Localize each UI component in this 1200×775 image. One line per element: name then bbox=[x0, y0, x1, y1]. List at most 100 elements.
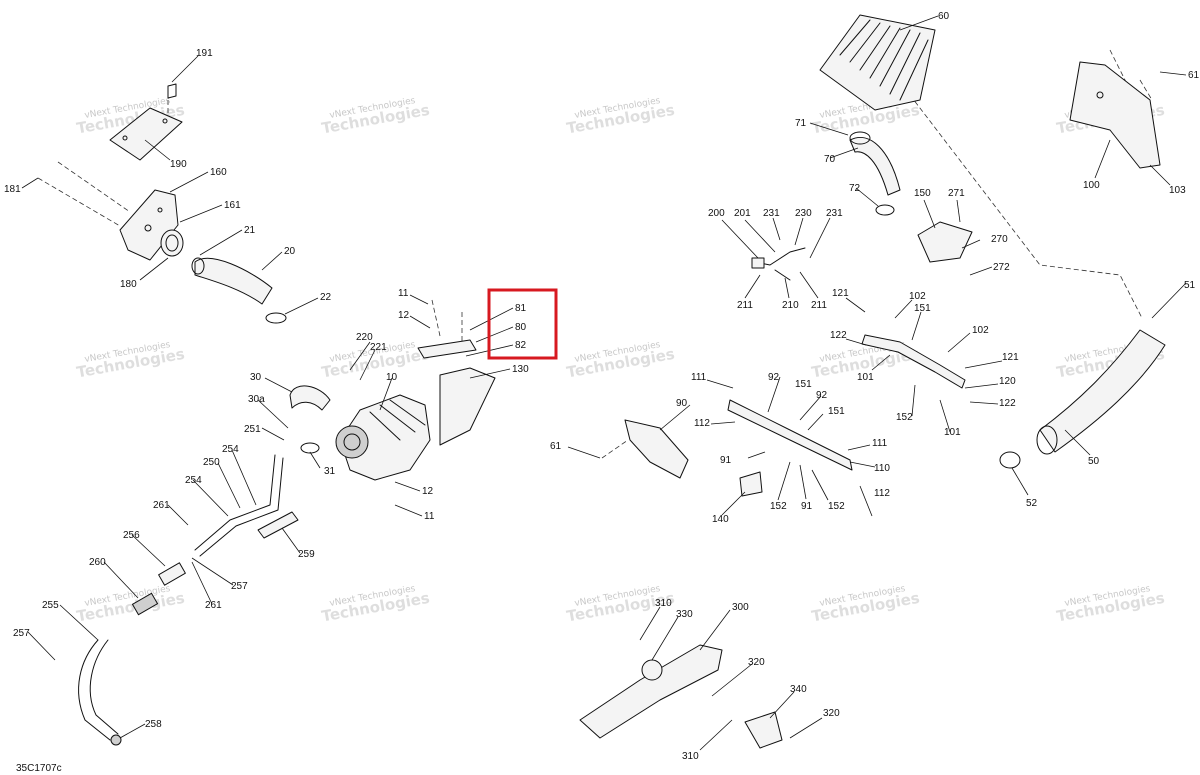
callout-272[interactable]: 272 bbox=[993, 262, 1010, 273]
callout-256[interactable]: 256 bbox=[123, 530, 140, 541]
callout-271[interactable]: 271 bbox=[948, 188, 965, 199]
callout-151[interactable]: 151 bbox=[828, 406, 845, 417]
callout-250[interactable]: 250 bbox=[203, 457, 220, 468]
assembly-guide-lines bbox=[37, 49, 1153, 459]
callout-120[interactable]: 120 bbox=[999, 376, 1016, 387]
callout-201[interactable]: 201 bbox=[734, 208, 751, 219]
callout-211[interactable]: 211 bbox=[811, 300, 827, 311]
callout-11[interactable]: 11 bbox=[398, 288, 409, 299]
callout-102[interactable]: 102 bbox=[972, 325, 989, 336]
callout-100[interactable]: 100 bbox=[1083, 180, 1100, 191]
callout-91[interactable]: 91 bbox=[801, 501, 813, 512]
callout-81[interactable]: 81 bbox=[515, 303, 527, 314]
highlight-box bbox=[487, 288, 558, 360]
callout-210[interactable]: 210 bbox=[782, 300, 799, 311]
callout-152[interactable]: 152 bbox=[770, 501, 787, 512]
callout-122[interactable]: 122 bbox=[999, 398, 1016, 409]
callout-254[interactable]: 254 bbox=[185, 475, 202, 486]
diagram-reference-code: 35C1707c bbox=[16, 763, 62, 774]
callout-12[interactable]: 12 bbox=[422, 486, 434, 497]
callout-10[interactable]: 10 bbox=[386, 372, 398, 383]
callout-121[interactable]: 121 bbox=[1002, 352, 1019, 363]
callout-92[interactable]: 92 bbox=[768, 372, 780, 383]
callout-310[interactable]: 310 bbox=[655, 598, 672, 609]
callout-211[interactable]: 211 bbox=[737, 300, 753, 311]
callout-200[interactable]: 200 bbox=[708, 208, 725, 219]
part-clamp-22 bbox=[265, 312, 287, 324]
callout-11[interactable]: 11 bbox=[424, 511, 435, 522]
callout-231[interactable]: 231 bbox=[826, 208, 843, 219]
callout-72[interactable]: 72 bbox=[849, 183, 861, 194]
callout-151[interactable]: 151 bbox=[795, 379, 812, 390]
part-heatshield-130 bbox=[439, 367, 496, 446]
callout-92[interactable]: 92 bbox=[816, 390, 828, 401]
callout-261[interactable]: 261 bbox=[153, 500, 170, 511]
callout-270[interactable]: 270 bbox=[991, 234, 1008, 245]
callout-259[interactable]: 259 bbox=[298, 549, 315, 560]
callout-191[interactable]: 191 bbox=[196, 48, 213, 59]
callout-82[interactable]: 82 bbox=[515, 340, 527, 351]
callout-320[interactable]: 320 bbox=[823, 708, 840, 719]
callout-21[interactable]: 21 bbox=[244, 225, 256, 236]
callout-51[interactable]: 51 bbox=[1184, 280, 1196, 291]
callout-221[interactable]: 221 bbox=[370, 342, 387, 353]
callout-111[interactable]: 111 bbox=[872, 438, 888, 449]
callout-22[interactable]: 22 bbox=[320, 292, 332, 303]
callout-52[interactable]: 52 bbox=[1026, 498, 1038, 509]
callout-110[interactable]: 110 bbox=[874, 463, 890, 474]
callout-130[interactable]: 130 bbox=[512, 364, 529, 375]
callout-190[interactable]: 190 bbox=[170, 159, 187, 170]
callout-310[interactable]: 310 bbox=[682, 751, 699, 762]
callout-261[interactable]: 261 bbox=[205, 600, 222, 611]
callout-140[interactable]: 140 bbox=[712, 514, 729, 525]
callout-340[interactable]: 340 bbox=[790, 684, 807, 695]
callout-101[interactable]: 101 bbox=[944, 427, 961, 438]
callout-257[interactable]: 257 bbox=[231, 581, 248, 592]
callout-255[interactable]: 255 bbox=[42, 600, 59, 611]
callout-60[interactable]: 60 bbox=[938, 11, 950, 22]
part-bracket-140 bbox=[739, 471, 763, 497]
callout-260[interactable]: 260 bbox=[89, 557, 106, 568]
callout-230[interactable]: 230 bbox=[795, 208, 812, 219]
callout-12[interactable]: 12 bbox=[398, 310, 410, 321]
callout-254[interactable]: 254 bbox=[222, 444, 239, 455]
callout-151[interactable]: 151 bbox=[914, 303, 931, 314]
callout-30a[interactable]: 30a bbox=[248, 394, 265, 405]
callout-20[interactable]: 20 bbox=[284, 246, 296, 257]
callout-330[interactable]: 330 bbox=[676, 609, 693, 620]
callout-181[interactable]: 181 bbox=[4, 184, 21, 195]
callout-71[interactable]: 71 bbox=[795, 118, 807, 129]
callout-112[interactable]: 112 bbox=[694, 418, 710, 429]
part-bracket-190 bbox=[109, 107, 183, 161]
callout-111[interactable]: 111 bbox=[691, 372, 707, 383]
callout-90[interactable]: 90 bbox=[676, 398, 688, 409]
callout-300[interactable]: 300 bbox=[732, 602, 749, 613]
callout-152[interactable]: 152 bbox=[828, 501, 845, 512]
callout-257[interactable]: 257 bbox=[13, 628, 30, 639]
callout-112[interactable]: 112 bbox=[874, 488, 890, 499]
callout-80[interactable]: 80 bbox=[515, 322, 527, 333]
callout-61[interactable]: 61 bbox=[550, 441, 562, 452]
callout-102[interactable]: 102 bbox=[909, 291, 926, 302]
callout-50[interactable]: 50 bbox=[1088, 456, 1100, 467]
callout-160[interactable]: 160 bbox=[210, 167, 227, 178]
callout-150[interactable]: 150 bbox=[914, 188, 931, 199]
callout-70[interactable]: 70 bbox=[824, 154, 836, 165]
callout-220[interactable]: 220 bbox=[356, 332, 373, 343]
callout-231[interactable]: 231 bbox=[763, 208, 780, 219]
callout-30[interactable]: 30 bbox=[250, 372, 262, 383]
callout-161[interactable]: 161 bbox=[224, 200, 241, 211]
callout-121[interactable]: 121 bbox=[832, 288, 849, 299]
callout-31[interactable]: 31 bbox=[324, 466, 336, 477]
callout-61[interactable]: 61 bbox=[1188, 70, 1200, 81]
callout-320[interactable]: 320 bbox=[748, 657, 765, 668]
callout-180[interactable]: 180 bbox=[120, 279, 137, 290]
callout-251[interactable]: 251 bbox=[244, 424, 261, 435]
callout-101[interactable]: 101 bbox=[857, 372, 874, 383]
callout-91[interactable]: 91 bbox=[720, 455, 732, 466]
callout-152[interactable]: 152 bbox=[896, 412, 913, 423]
callout-122[interactable]: 122 bbox=[830, 330, 847, 341]
callout-258[interactable]: 258 bbox=[145, 719, 162, 730]
part-crossmember-110 bbox=[727, 399, 853, 471]
callout-103[interactable]: 103 bbox=[1169, 185, 1186, 196]
